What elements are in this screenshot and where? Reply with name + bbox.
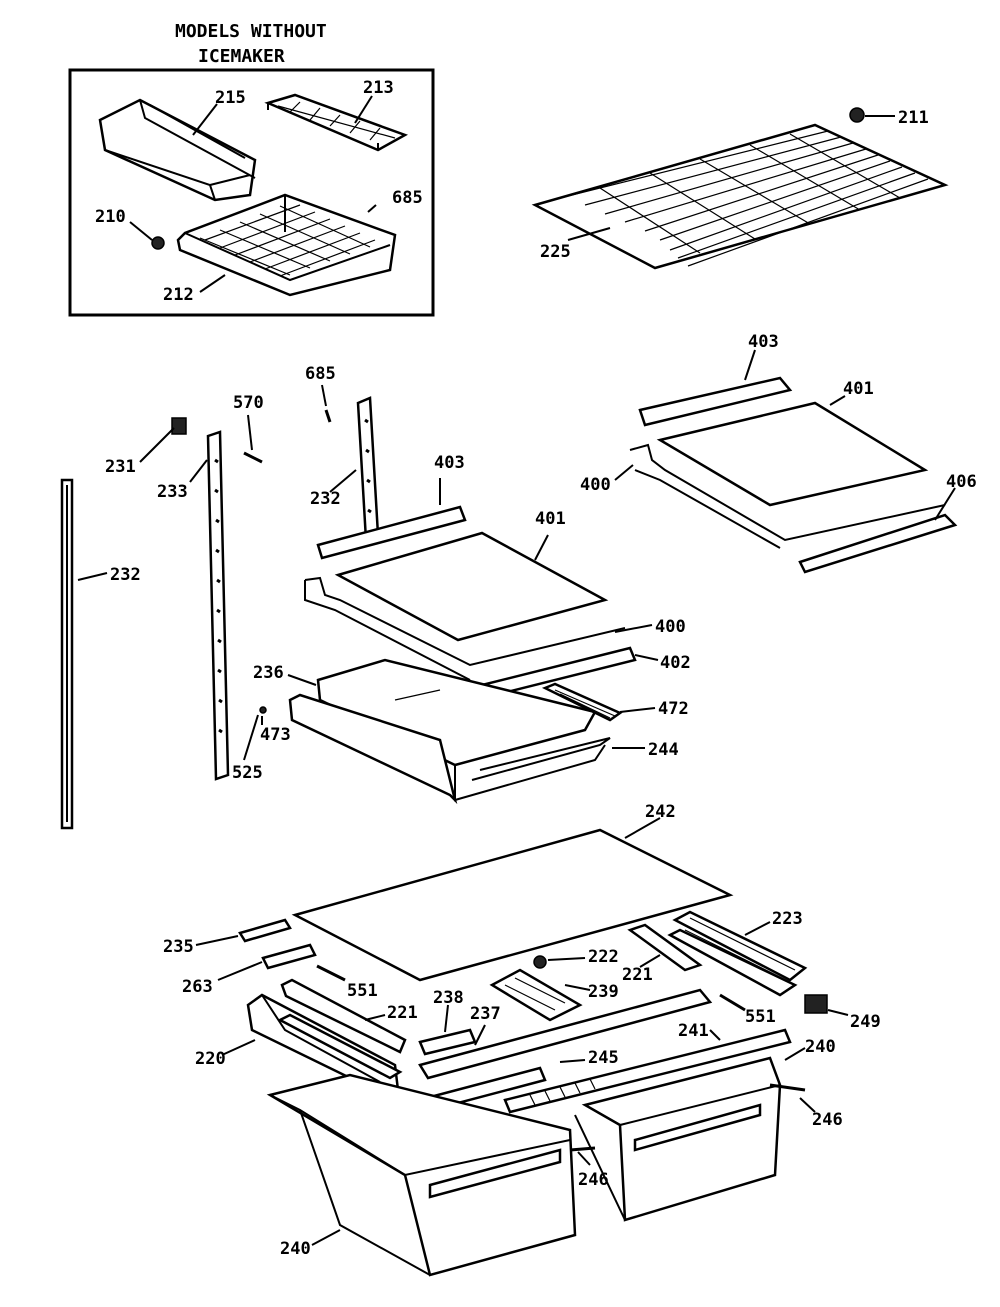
callout-236: 236 bbox=[253, 663, 284, 683]
callout-525: 525 bbox=[232, 763, 263, 783]
slide-221-left-part bbox=[280, 978, 407, 1054]
callout-551-right: 551 bbox=[745, 1007, 776, 1027]
callout-238: 238 bbox=[433, 988, 464, 1008]
callout-220: 220 bbox=[195, 1049, 226, 1069]
callout-215: 215 bbox=[215, 88, 246, 108]
center-rail-233-part bbox=[206, 430, 230, 781]
callout-240-right: 240 bbox=[805, 1037, 836, 1057]
callout-473: 473 bbox=[260, 725, 291, 745]
callout-211: 211 bbox=[898, 108, 929, 128]
inset-title-line2: ICEMAKER bbox=[198, 46, 285, 67]
callout-570: 570 bbox=[233, 393, 264, 413]
callout-241: 241 bbox=[678, 1021, 709, 1041]
callout-244: 244 bbox=[648, 740, 679, 760]
callout-222: 222 bbox=[588, 947, 619, 967]
callout-225: 225 bbox=[540, 242, 571, 262]
left-crisper-drawer-part bbox=[266, 1073, 596, 1277]
center-rail-232-part bbox=[356, 396, 380, 542]
wire-shelf-part bbox=[531, 123, 949, 270]
inset-title-line1: MODELS WITHOUT bbox=[175, 21, 327, 42]
ice-rack-part bbox=[176, 193, 397, 297]
slide-235-part bbox=[238, 918, 292, 943]
clip-210-part bbox=[151, 236, 165, 250]
callout-249: 249 bbox=[850, 1012, 881, 1032]
callout-212: 212 bbox=[163, 285, 194, 305]
screw-551-left-part bbox=[316, 964, 346, 982]
callout-406: 406 bbox=[946, 472, 977, 492]
callout-401-right: 401 bbox=[843, 379, 874, 399]
callout-263: 263 bbox=[182, 977, 213, 997]
callout-221-right: 221 bbox=[622, 965, 653, 985]
callout-246-left: 246 bbox=[578, 1170, 609, 1190]
screw-473-part bbox=[259, 706, 267, 714]
callout-213: 213 bbox=[363, 78, 394, 98]
callout-402: 402 bbox=[660, 653, 691, 673]
callout-403-right: 403 bbox=[748, 332, 779, 352]
callout-245: 245 bbox=[588, 1048, 619, 1068]
crisper-cover-glass-part bbox=[291, 828, 734, 982]
inset-models-without-icemaker: MODELS WITHOUT ICEMAKER 215 213 685 210 bbox=[68, 21, 435, 317]
callout-240-left: 240 bbox=[280, 1239, 311, 1259]
cap-222-part bbox=[533, 955, 547, 969]
rail-241-part bbox=[503, 1028, 792, 1114]
slide-221-right-part bbox=[627, 923, 703, 972]
slide-263-part bbox=[261, 943, 317, 970]
callout-237: 237 bbox=[470, 1004, 501, 1024]
callout-223: 223 bbox=[772, 909, 803, 929]
callout-239: 239 bbox=[588, 982, 619, 1002]
callout-231: 231 bbox=[105, 457, 136, 477]
screw-685-part bbox=[324, 409, 332, 423]
callout-232-center: 232 bbox=[310, 489, 341, 509]
callout-400-right: 400 bbox=[580, 475, 611, 495]
screw-685-inset bbox=[367, 204, 377, 213]
cap-211-part bbox=[849, 107, 865, 123]
callout-401-center: 401 bbox=[535, 509, 566, 529]
control-239-part bbox=[489, 968, 583, 1022]
callout-685-inset: 685 bbox=[392, 188, 423, 208]
left-rail-232-part bbox=[60, 478, 74, 830]
hinge-249-part bbox=[804, 994, 828, 1014]
center-glass-shelf-part bbox=[304, 505, 637, 702]
ice-tray-part bbox=[264, 93, 409, 152]
callout-400-center: 400 bbox=[655, 617, 686, 637]
callout-685: 685 bbox=[305, 364, 336, 384]
callout-210: 210 bbox=[95, 207, 126, 227]
callout-235: 235 bbox=[163, 937, 194, 957]
callout-221-left: 221 bbox=[387, 1003, 418, 1023]
callout-403-center: 403 bbox=[434, 453, 465, 473]
callout-242: 242 bbox=[645, 802, 676, 822]
right-crisper-drawer-part bbox=[574, 1056, 806, 1222]
inset-frame bbox=[68, 68, 435, 317]
callout-232-left: 232 bbox=[110, 565, 141, 585]
callout-551-left: 551 bbox=[347, 981, 378, 1001]
clip-231-part bbox=[171, 417, 187, 435]
callout-246-right: 246 bbox=[812, 1110, 843, 1130]
screw-551-right-part bbox=[719, 993, 746, 1012]
front-rail-237-part bbox=[418, 988, 713, 1080]
meat-drawer-part bbox=[288, 658, 623, 805]
part-238 bbox=[418, 1028, 477, 1056]
callout-233: 233 bbox=[157, 482, 188, 502]
ice-bin-part bbox=[98, 98, 257, 202]
callout-472: 472 bbox=[658, 699, 689, 719]
right-track-223-part bbox=[667, 910, 808, 997]
right-glass-shelf-part bbox=[629, 376, 958, 574]
screw-570-part bbox=[243, 451, 263, 464]
